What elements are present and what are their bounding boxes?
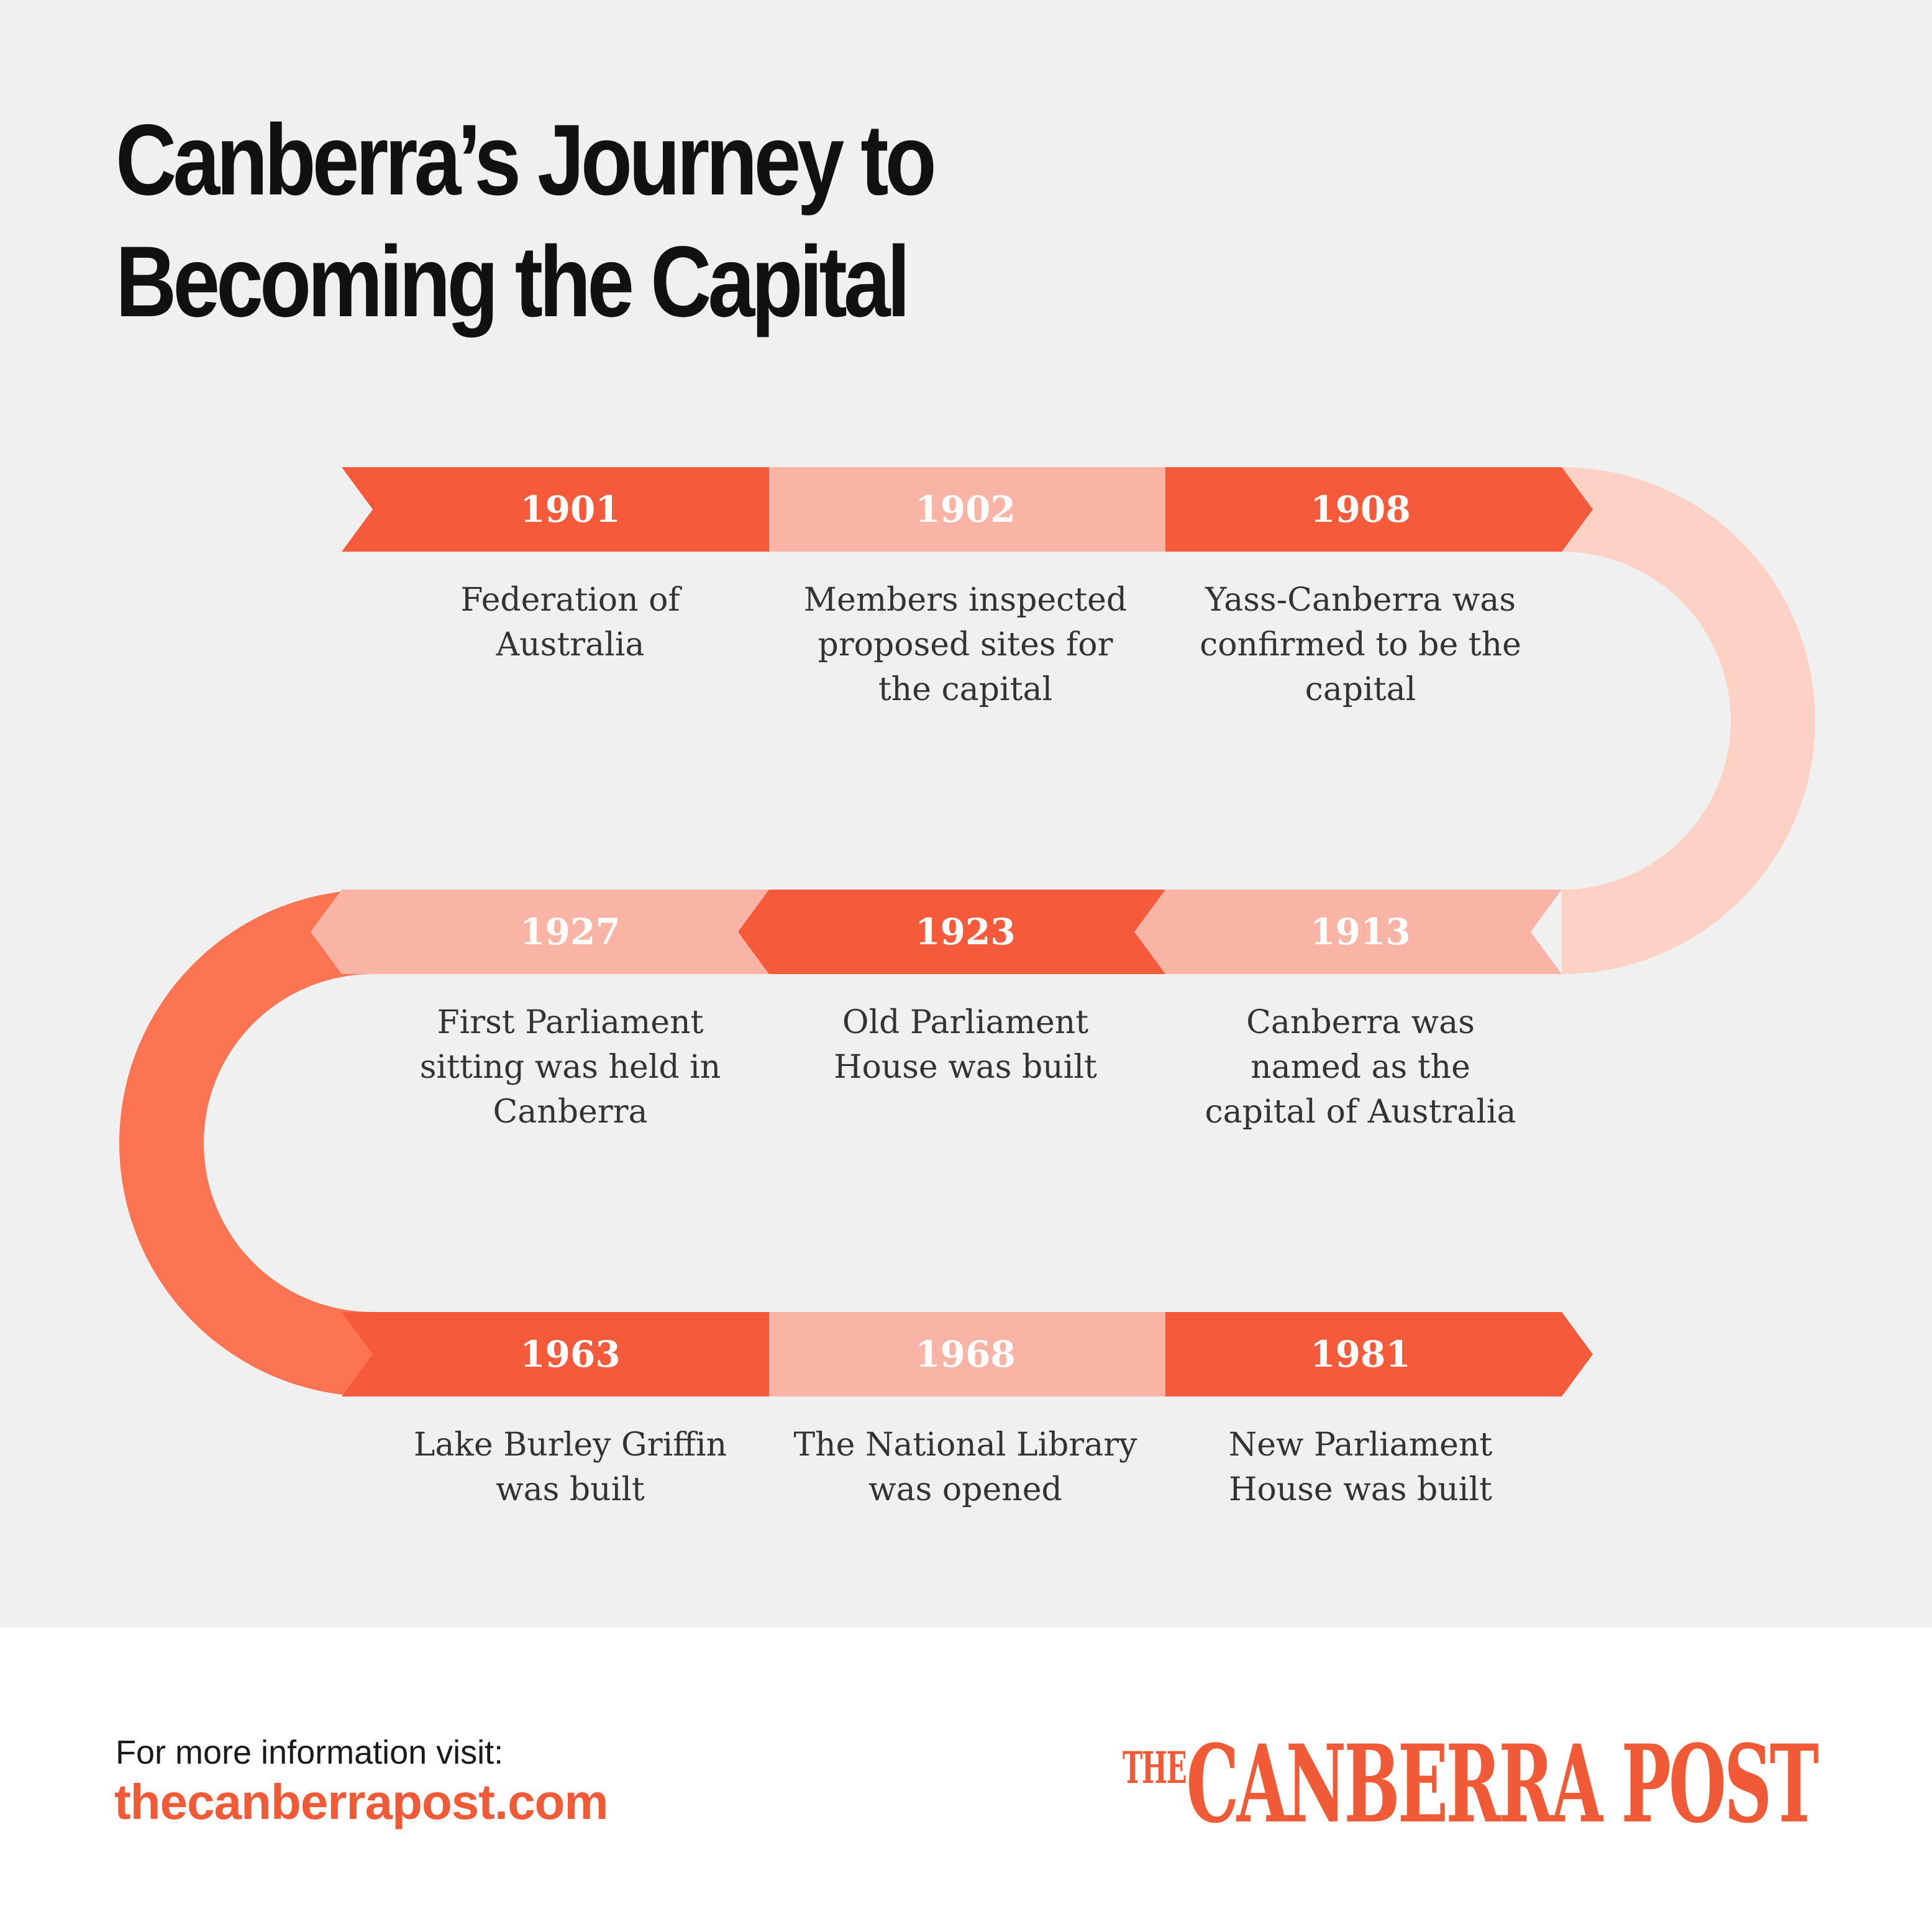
event-description-line: The National Library: [793, 1426, 1137, 1464]
event-description-line: New Parliament: [1228, 1426, 1493, 1464]
event-description-line: capital: [1305, 671, 1416, 708]
event-description-line: confirmed to be the: [1200, 626, 1521, 663]
year-label-1981: 1981: [1310, 1333, 1410, 1375]
event-description-line: Members inspected: [803, 581, 1128, 619]
year-label-1923: 1923: [915, 911, 1015, 953]
timeline-year-labels: 1901 1902 1908 1927 1923 1913 1963 1968 1981: [520, 488, 1410, 1375]
timeline-arrow-1901: [342, 467, 800, 552]
event-description-line: Australia: [496, 626, 645, 663]
event-description-1968: The National Library was opened: [779, 1423, 1152, 1512]
footer-url-link[interactable]: thecanberrapost.com: [114, 1774, 609, 1829]
timeline-arrow-1968: [769, 1312, 1196, 1397]
event-description-1963: Lake Burley Griffin was built: [384, 1423, 757, 1512]
event-description-1913: Canberra was named as the capital of Austr…: [1174, 1000, 1547, 1134]
event-description-1902: Members inspected proposed sites for the c…: [779, 578, 1152, 712]
publication-logo: THECANBERRA POST: [1122, 1721, 1819, 1847]
event-description-line: Federation of: [460, 581, 680, 619]
event-description-line: was built: [496, 1471, 645, 1508]
event-description-1927: First Parliament sitting was held in Canbe…: [384, 1000, 757, 1134]
event-description-line: proposed sites for: [818, 626, 1113, 663]
year-label-1902: 1902: [915, 488, 1015, 531]
event-description-line: Canberra: [493, 1093, 648, 1131]
event-description-line: First Parliament: [437, 1004, 704, 1041]
event-description-line: the capital: [878, 671, 1053, 708]
timeline-arrow-1902: [769, 467, 1196, 552]
timeline-arrow-1981: [1165, 1312, 1593, 1397]
event-description-line: Yass-Canberra was: [1205, 581, 1516, 619]
timeline-arrow-1927: [311, 890, 769, 974]
event-description-line: named as the: [1251, 1049, 1470, 1086]
event-description-line: Lake Burley Griffin: [413, 1426, 727, 1464]
timeline-connectors: [119, 467, 1815, 1397]
timeline-arrow-1913: [1134, 890, 1562, 974]
timeline-arrows: [311, 467, 1593, 1397]
year-label-1927: 1927: [520, 911, 620, 953]
year-label-1913: 1913: [1310, 911, 1410, 953]
logo-name: CANBERRA POST: [1186, 1721, 1818, 1847]
timeline-arrow-1908: [1165, 467, 1593, 552]
event-description-line: was opened: [868, 1471, 1062, 1508]
year-label-1963: 1963: [520, 1333, 620, 1375]
year-label-1908: 1908: [1310, 488, 1410, 531]
event-description-line: sitting was held in: [419, 1049, 721, 1086]
title-line-1: Canberra’s Journey to: [116, 104, 937, 216]
event-description-1908: Yass-Canberra was confirmed to be the capi…: [1174, 578, 1547, 712]
footer-label: For more information visit:: [116, 1734, 504, 1771]
connector-curve-right: [1562, 467, 1815, 974]
title-line-2: Becoming the Capital: [116, 226, 911, 338]
page-title: Canberra’s Journey to Becoming the Capit…: [116, 99, 1003, 343]
event-description-line: House was built: [1229, 1471, 1492, 1508]
connector-curve-left: [119, 890, 373, 1397]
timeline-diagram: 1901 1902 1908 1927 1923 1913 1963 1968 1981: [119, 467, 1815, 1397]
event-description-line: capital of Australia: [1205, 1093, 1516, 1131]
timeline-arrow-1963: [342, 1312, 800, 1397]
event-description-line: House was built: [834, 1049, 1097, 1086]
timeline-arrow-1923: [738, 890, 1165, 974]
event-description-1901: Federation of Australia: [384, 578, 757, 667]
logo-the: THE: [1122, 1742, 1187, 1793]
event-description-line: Old Parliament: [842, 1004, 1089, 1041]
year-label-1901: 1901: [520, 488, 620, 531]
event-description-line: Canberra was: [1246, 1004, 1475, 1041]
year-label-1968: 1968: [915, 1333, 1015, 1375]
